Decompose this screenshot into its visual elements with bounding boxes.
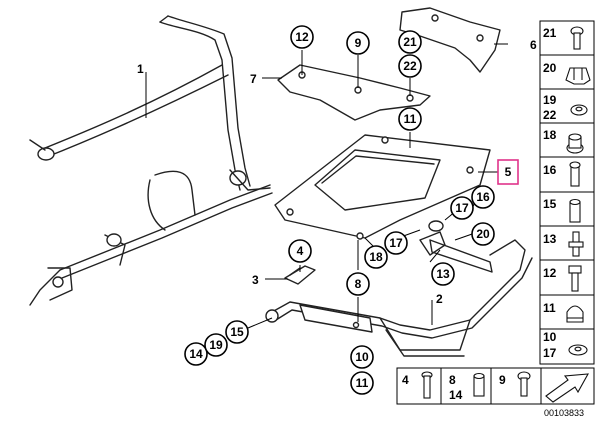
svg-text:2: 2 bbox=[436, 292, 443, 306]
svg-text:11: 11 bbox=[356, 376, 369, 390]
callout-8: 8 bbox=[346, 272, 370, 296]
callout-7: 7 bbox=[250, 72, 257, 86]
svg-text:18: 18 bbox=[543, 128, 557, 142]
bottom-cell-9: 9 bbox=[499, 371, 531, 397]
callout-3: 3 bbox=[252, 273, 259, 287]
svg-text:6: 6 bbox=[530, 38, 537, 52]
carrier-part-2 bbox=[265, 220, 533, 357]
screw-icon bbox=[570, 26, 584, 50]
svg-text:8: 8 bbox=[355, 277, 362, 291]
svg-text:20: 20 bbox=[543, 61, 557, 75]
svg-text:11: 11 bbox=[543, 301, 556, 315]
svg-text:21: 21 bbox=[403, 35, 417, 49]
bolt-icon bbox=[569, 161, 581, 187]
callout-6: 6 bbox=[530, 38, 537, 52]
frame-part-1 bbox=[29, 15, 273, 306]
svg-text:4: 4 bbox=[402, 373, 409, 387]
callout-10: 10 bbox=[350, 345, 374, 369]
side-row-13: 13 bbox=[543, 231, 584, 257]
svg-text:19: 19 bbox=[543, 93, 557, 107]
svg-text:22: 22 bbox=[543, 108, 557, 122]
svg-text:4: 4 bbox=[297, 244, 304, 258]
callout-18: 18 bbox=[364, 245, 388, 269]
side-row-18: 18 bbox=[543, 128, 584, 154]
callout-11-bottom: 11 bbox=[350, 371, 374, 395]
svg-text:3: 3 bbox=[252, 273, 259, 287]
svg-text:12: 12 bbox=[295, 30, 309, 44]
washer-icon bbox=[570, 104, 588, 116]
svg-text:12: 12 bbox=[543, 266, 557, 280]
svg-text:18: 18 bbox=[369, 250, 383, 264]
svg-text:14: 14 bbox=[449, 388, 463, 402]
side-row-10-17: 10 17 bbox=[543, 330, 588, 360]
svg-text:20: 20 bbox=[476, 227, 490, 241]
clip-icon bbox=[565, 67, 591, 85]
callout-16: 16 bbox=[471, 185, 495, 209]
svg-text:14: 14 bbox=[189, 347, 203, 361]
side-row-16: 16 bbox=[543, 161, 581, 187]
callout-2: 2 bbox=[436, 292, 443, 306]
svg-text:17: 17 bbox=[389, 236, 403, 250]
svg-text:17: 17 bbox=[455, 201, 469, 215]
svg-text:19: 19 bbox=[209, 338, 223, 352]
svg-text:10: 10 bbox=[355, 350, 369, 364]
bushing-icon bbox=[473, 372, 485, 397]
svg-text:9: 9 bbox=[499, 373, 506, 387]
sleeve-icon bbox=[569, 198, 581, 223]
svg-text:10: 10 bbox=[543, 330, 557, 344]
svg-text:1: 1 bbox=[137, 62, 144, 76]
side-parts-panel: 21 20 19 22 18 bbox=[539, 20, 595, 365]
cap-nut-icon bbox=[566, 305, 584, 323]
svg-text:16: 16 bbox=[543, 163, 557, 177]
callout-21: 21 bbox=[398, 30, 422, 54]
bottom-cell-8-14: 8 14 bbox=[449, 372, 485, 402]
callout-11-top: 11 bbox=[398, 107, 422, 131]
side-row-21: 21 bbox=[543, 26, 584, 50]
callout-22: 22 bbox=[398, 54, 422, 78]
svg-text:9: 9 bbox=[355, 36, 362, 50]
direction-arrow-icon bbox=[545, 373, 589, 403]
callout-4: 4 bbox=[288, 239, 312, 263]
callout-5: 5 bbox=[497, 159, 519, 185]
callout-20: 20 bbox=[471, 222, 495, 246]
svg-text:17: 17 bbox=[543, 346, 557, 360]
screw-icon bbox=[517, 371, 531, 397]
side-row-20: 20 bbox=[543, 61, 591, 85]
callout-13: 13 bbox=[431, 262, 455, 286]
svg-text:15: 15 bbox=[543, 197, 557, 211]
pin-icon bbox=[421, 371, 433, 399]
svg-text:11: 11 bbox=[404, 112, 417, 126]
callout-17-right: 17 bbox=[450, 196, 474, 220]
callout-12: 12 bbox=[290, 25, 314, 49]
side-row-11: 11 bbox=[543, 301, 584, 323]
callout-17-left: 17 bbox=[384, 231, 408, 255]
svg-text:5: 5 bbox=[505, 165, 512, 179]
side-row-19-22: 19 22 bbox=[543, 93, 588, 122]
svg-text:7: 7 bbox=[250, 72, 257, 86]
callout-15: 15 bbox=[225, 320, 249, 344]
callout-14: 14 bbox=[184, 342, 208, 366]
stud-icon bbox=[568, 231, 584, 257]
svg-text:13: 13 bbox=[543, 232, 557, 246]
svg-text:22: 22 bbox=[403, 59, 417, 73]
callout-19: 19 bbox=[204, 333, 228, 357]
control-unit-part-5 bbox=[274, 134, 491, 240]
side-row-12: 12 bbox=[543, 265, 582, 292]
bottom-parts-panel: 4 8 14 9 bbox=[396, 367, 595, 405]
svg-text:16: 16 bbox=[476, 190, 490, 204]
clamp-part-3 bbox=[284, 265, 316, 285]
flat-washer-icon bbox=[568, 344, 588, 356]
svg-text:13: 13 bbox=[436, 267, 450, 281]
grommet-icon bbox=[566, 133, 584, 154]
callout-1: 1 bbox=[137, 62, 144, 76]
svg-text:8: 8 bbox=[449, 373, 456, 387]
side-row-15: 15 bbox=[543, 197, 581, 223]
svg-text:21: 21 bbox=[543, 26, 557, 40]
svg-text:15: 15 bbox=[230, 325, 244, 339]
hex-bolt-icon bbox=[568, 265, 582, 292]
callout-9: 9 bbox=[346, 31, 370, 55]
diagram-number: 00103833 bbox=[544, 408, 584, 418]
bottom-cell-4: 4 bbox=[402, 371, 433, 399]
